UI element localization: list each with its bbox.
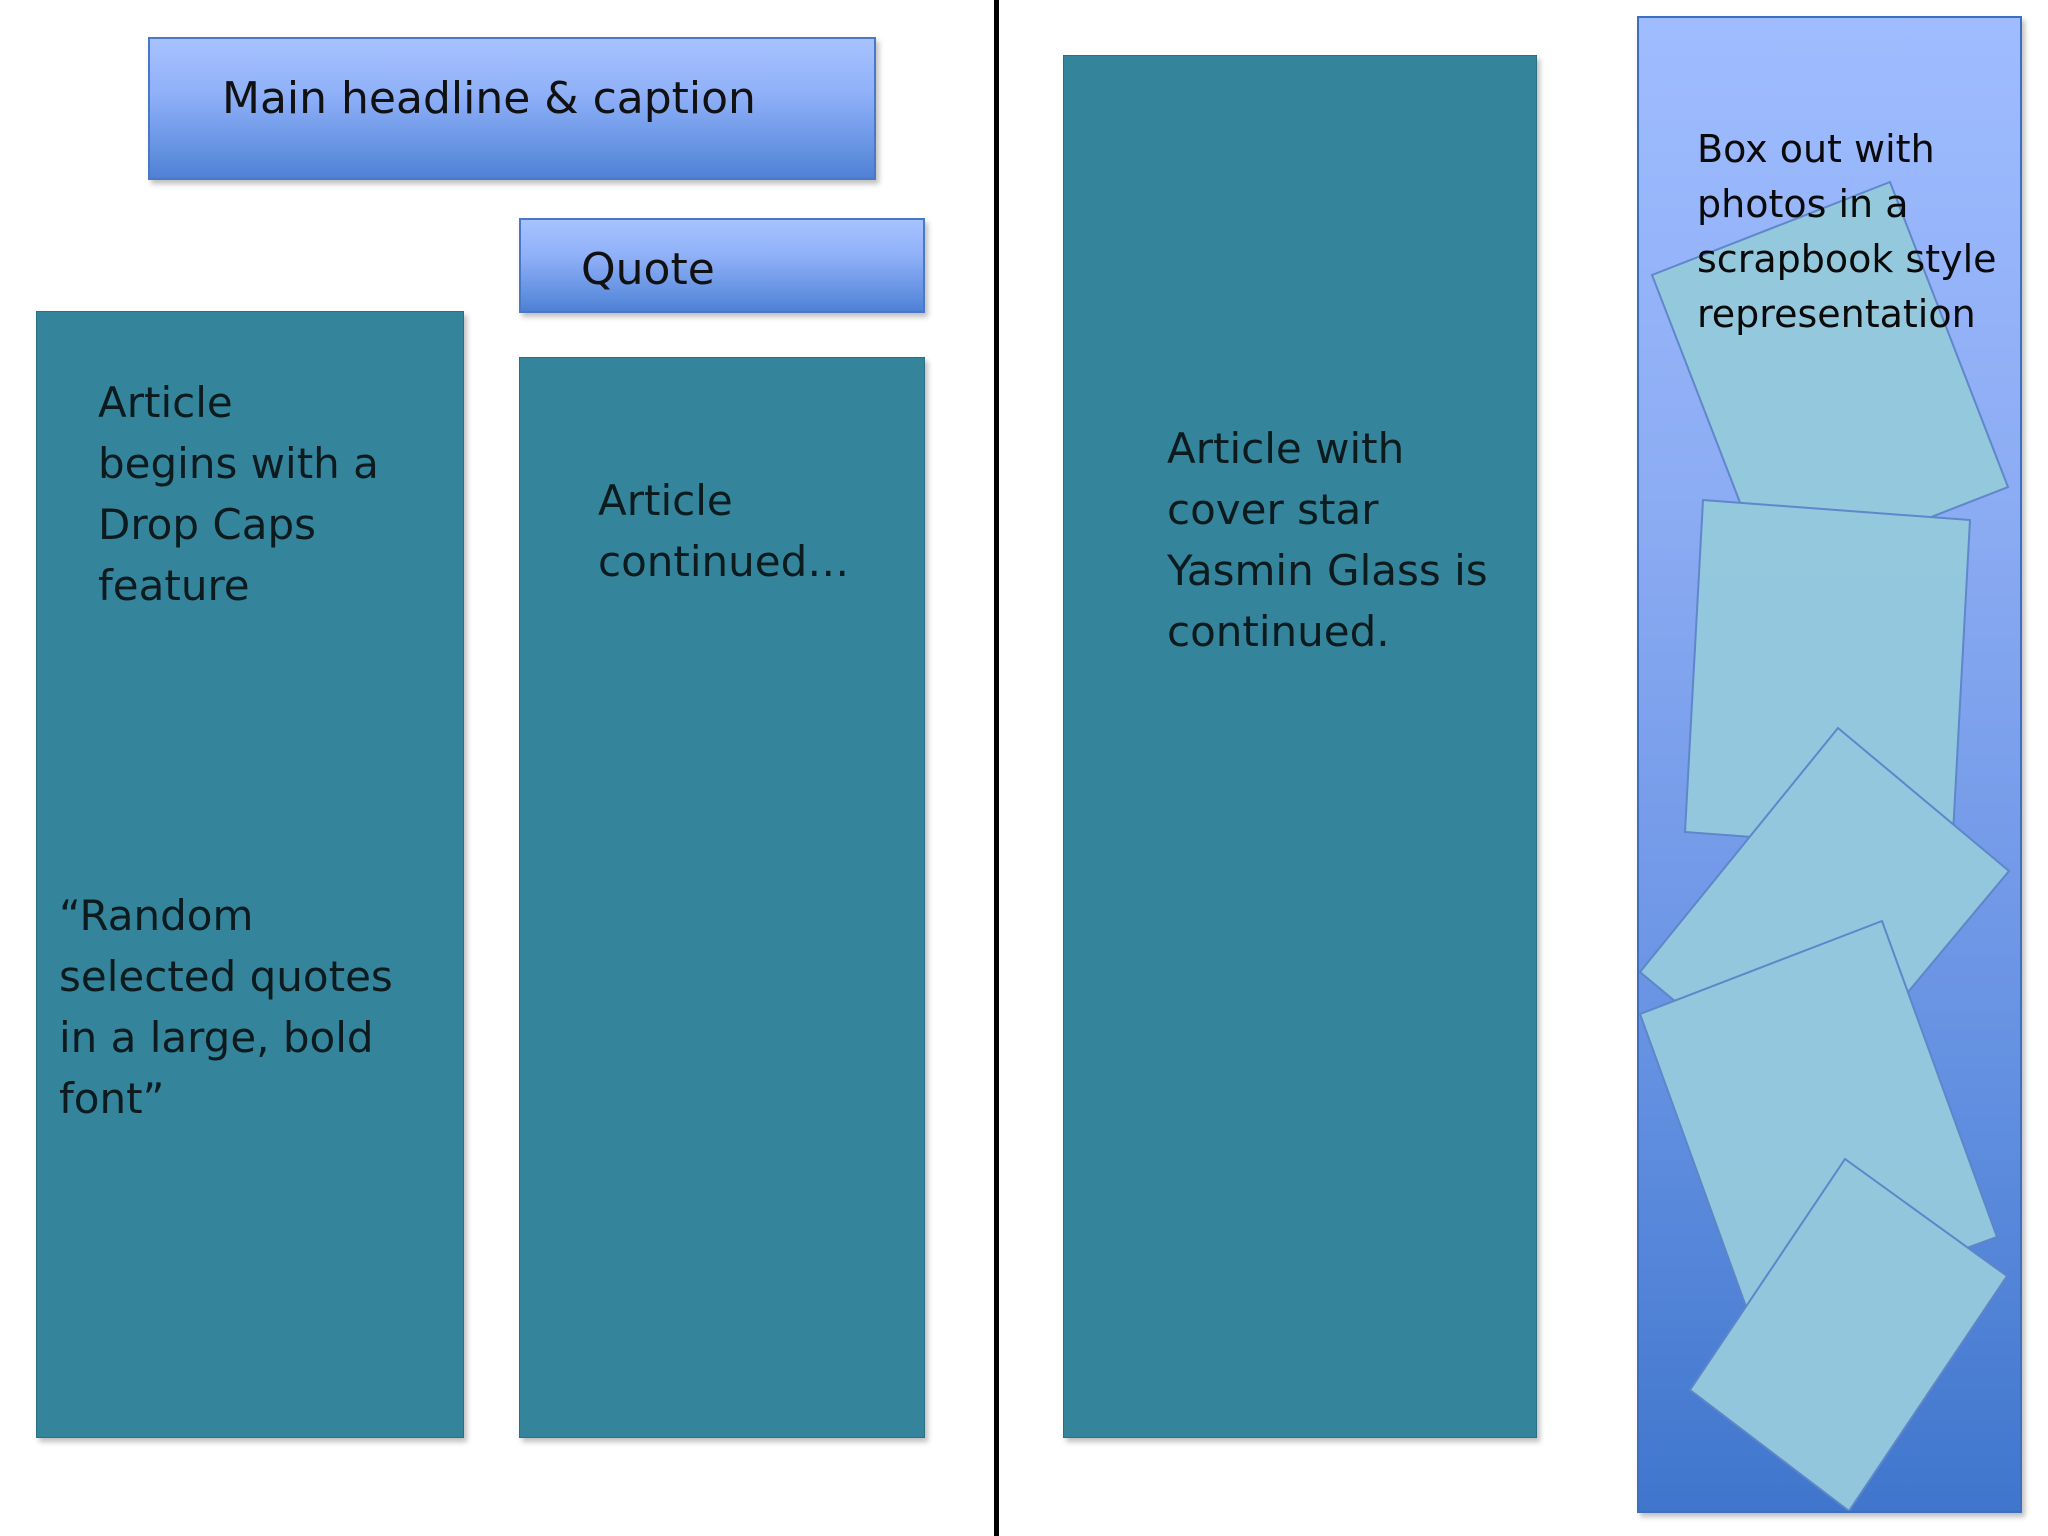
quote-box: Quote: [519, 218, 925, 313]
scrapbook-photo-5: [1688, 1157, 2009, 1511]
boxout-text: Box out with photos in a scrapbook style…: [1697, 127, 1997, 336]
quote-label: Quote: [581, 244, 715, 295]
main-headline-box: Main headline & caption: [148, 37, 876, 180]
scrapbook-boxout: Box out with photos in a scrapbook style…: [1637, 16, 2022, 1513]
main-headline-label: Main headline & caption: [222, 73, 756, 124]
article-column-2: Article continued…: [519, 357, 925, 1438]
scrapbook-photo-1: [1650, 180, 2010, 582]
article-intro-text: Article begins with a Drop Caps feature: [98, 378, 379, 610]
scrapbook-photos: [1639, 180, 2011, 1511]
article-continued-text: Article continued…: [598, 476, 850, 586]
page-divider: [994, 0, 999, 1536]
article-column-3: Article with cover star Yasmin Glass is …: [1063, 55, 1537, 1438]
cover-star-article-text: Article with cover star Yasmin Glass is …: [1167, 424, 1488, 656]
pull-quote-text: “Random selected quotes in a large, bold…: [59, 891, 393, 1123]
article-column-1: Article begins with a Drop Caps feature …: [36, 311, 464, 1438]
